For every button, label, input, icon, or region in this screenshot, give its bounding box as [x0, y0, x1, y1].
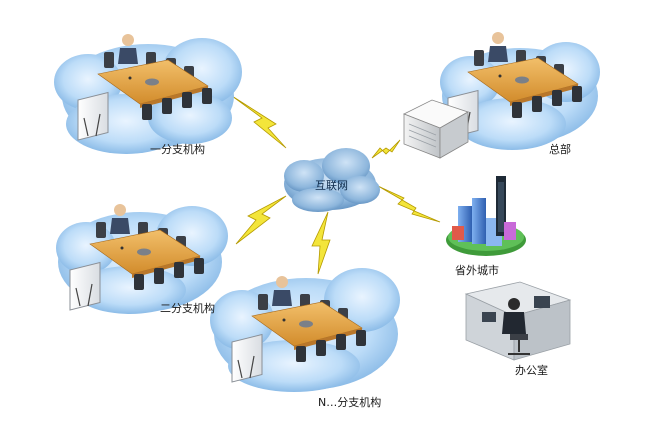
hq-site: [403, 31, 600, 159]
branch-n-label: N…分支机构: [318, 396, 382, 409]
branch-1-label: 一分支机构: [150, 143, 205, 156]
server-icon: [403, 99, 469, 159]
office-workstation-icon: [464, 281, 572, 361]
branch-1-site: [54, 33, 242, 154]
office-label: 办公室: [515, 364, 548, 377]
branch-2-label: 二分支机构: [160, 302, 215, 315]
branch-n-site: [210, 268, 400, 392]
lightning-link-icon: [231, 95, 441, 275]
hq-label: 总部: [549, 143, 571, 156]
internet-hub-label: 互联网: [315, 179, 348, 192]
remote-city-label: 省外城市: [455, 264, 499, 277]
internet-cloud-icon: [284, 148, 380, 212]
city-buildings-icon: [446, 176, 526, 256]
branch-2-site: [56, 203, 228, 314]
